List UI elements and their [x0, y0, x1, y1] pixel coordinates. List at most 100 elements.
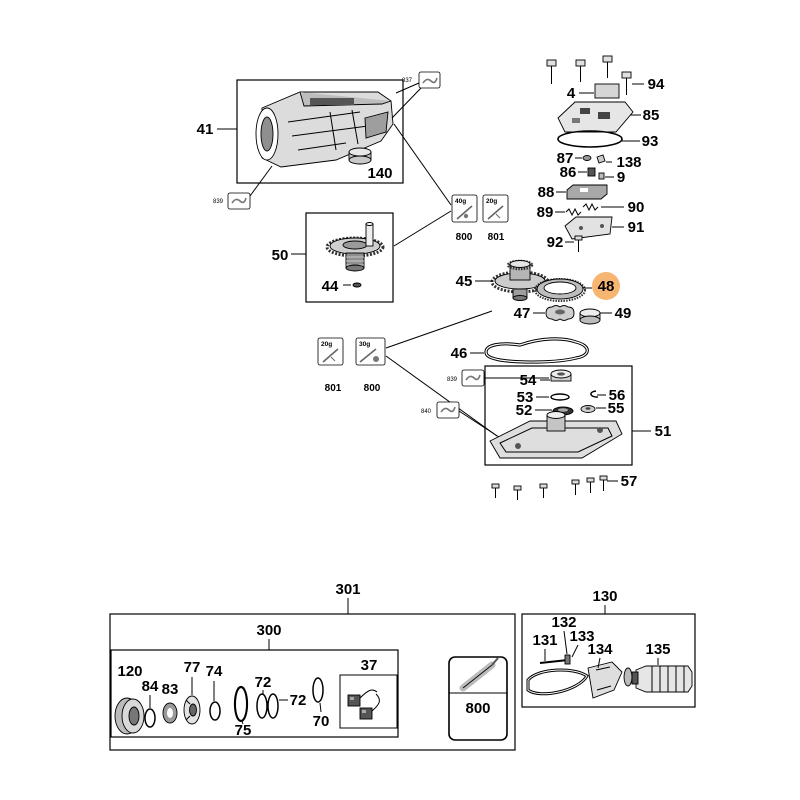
- callout-91[interactable]: 91: [628, 219, 645, 236]
- callout-49[interactable]: 49: [615, 305, 632, 322]
- grease-line-to-housing: [393, 123, 452, 206]
- callout-75[interactable]: 75: [235, 722, 252, 739]
- callout-83[interactable]: 83: [162, 681, 179, 698]
- callout-800-upper[interactable]: 800: [456, 232, 473, 243]
- callout-89[interactable]: 89: [537, 204, 554, 221]
- callout-133[interactable]: 133: [569, 628, 594, 645]
- gear-housing-drawing: [255, 91, 394, 168]
- callout-120[interactable]: 120: [117, 663, 142, 680]
- part-138: [596, 154, 606, 164]
- grease-weight-40g: 40g: [455, 198, 466, 205]
- ring-84: [144, 708, 156, 728]
- handle-box: [521, 613, 696, 708]
- callout-801-lower[interactable]: 801: [325, 383, 342, 394]
- washer-53: [550, 393, 570, 401]
- callout-55[interactable]: 55: [608, 400, 625, 417]
- callout-301[interactable]: 301: [335, 581, 360, 598]
- grease-point-tag-839-lower: [461, 369, 485, 387]
- callout-86[interactable]: 86: [560, 164, 577, 181]
- callout-85[interactable]: 85: [643, 107, 660, 124]
- callout-48[interactable]: 48: [598, 278, 615, 295]
- grease-line-to-gear: [393, 210, 452, 247]
- part-44: [352, 282, 362, 288]
- callout-51[interactable]: 51: [655, 423, 672, 440]
- brush-set-box: [339, 674, 398, 729]
- tag-number-837: 837: [402, 78, 413, 84]
- callout-90[interactable]: 90: [628, 199, 645, 216]
- callout-140[interactable]: 140: [367, 165, 392, 182]
- callout-46[interactable]: 46: [451, 345, 468, 362]
- grease-point-tag-839: [227, 192, 251, 210]
- callout-130[interactable]: 130: [592, 588, 617, 605]
- spring-90: [582, 202, 599, 212]
- callout-54[interactable]: 54: [520, 372, 537, 389]
- grease-line-to-cover: [385, 355, 498, 437]
- callout-138[interactable]: 138: [616, 154, 641, 171]
- callout-74[interactable]: 74: [206, 663, 223, 680]
- screw-92: [574, 235, 583, 252]
- side-handle-135: [631, 665, 693, 693]
- ring-70: [312, 677, 324, 703]
- callout-44[interactable]: 44: [322, 278, 339, 295]
- grease-kit-box: [448, 656, 508, 741]
- callout-52[interactable]: 52: [516, 402, 533, 419]
- leader-132: [563, 630, 568, 655]
- callout-135[interactable]: 135: [645, 641, 670, 658]
- callout-53[interactable]: 53: [517, 389, 534, 406]
- callout-88[interactable]: 88: [538, 184, 555, 201]
- grease-pack-40g: [451, 194, 478, 223]
- leader-134: [597, 657, 601, 669]
- ring-72-a: [256, 693, 268, 719]
- callout-45[interactable]: 45: [456, 273, 473, 290]
- callout-70[interactable]: 70: [313, 713, 330, 730]
- screws-94: [546, 55, 632, 95]
- grease-pack-20g-lower: [317, 337, 344, 366]
- service-kit-box: [109, 613, 516, 751]
- tag-number-840: 840: [421, 409, 432, 415]
- part-54: [550, 369, 572, 382]
- highlight-marker-48: [592, 272, 620, 300]
- callout-92[interactable]: 92: [547, 234, 564, 251]
- disk-77: [183, 695, 201, 725]
- callout-300[interactable]: 300: [256, 622, 281, 639]
- tag-840-line: [458, 410, 506, 442]
- grease-line-to-gear-parts: [385, 310, 493, 349]
- part-86: [587, 167, 596, 177]
- callout-37[interactable]: 37: [361, 657, 378, 674]
- part-4: [594, 83, 620, 99]
- callout-72-b[interactable]: 72: [290, 692, 307, 709]
- callout-800-lower[interactable]: 800: [364, 383, 381, 394]
- callout-800-kit[interactable]: 800: [465, 700, 490, 717]
- subkit-box: [110, 649, 399, 738]
- callout-131[interactable]: 131: [532, 632, 557, 649]
- callout-84[interactable]: 84: [142, 678, 159, 695]
- callout-132[interactable]: 132: [551, 614, 576, 631]
- carbon-brushes-37: [347, 689, 380, 720]
- callout-41[interactable]: 41: [197, 121, 214, 138]
- callout-50[interactable]: 50: [272, 247, 289, 264]
- callout-77[interactable]: 77: [184, 659, 201, 676]
- grease-weight-20g: 20g: [486, 198, 497, 205]
- spring-89: [565, 207, 582, 217]
- callout-4[interactable]: 4: [567, 85, 576, 102]
- callout-9[interactable]: 9: [617, 169, 625, 186]
- part-87: [582, 155, 592, 161]
- callout-93[interactable]: 93: [642, 133, 659, 150]
- grease-pack-30g: [355, 337, 386, 366]
- callout-56[interactable]: 56: [609, 387, 626, 404]
- callout-134[interactable]: 134: [587, 641, 613, 658]
- grease-tube-icon: [459, 657, 499, 692]
- grease-pack-20g: [482, 194, 509, 223]
- callout-94[interactable]: 94: [648, 76, 665, 93]
- callout-57[interactable]: 57: [621, 473, 638, 490]
- ring-72-b: [267, 693, 279, 719]
- leader-75: [241, 720, 244, 725]
- callout-47[interactable]: 47: [514, 305, 531, 322]
- callout-801-upper[interactable]: 801: [488, 232, 505, 243]
- gear-cover-plate: [489, 411, 623, 459]
- part-47: [545, 305, 575, 321]
- callout-87[interactable]: 87: [557, 150, 574, 167]
- callout-72-a[interactable]: 72: [255, 674, 272, 691]
- nut-132: [564, 654, 571, 665]
